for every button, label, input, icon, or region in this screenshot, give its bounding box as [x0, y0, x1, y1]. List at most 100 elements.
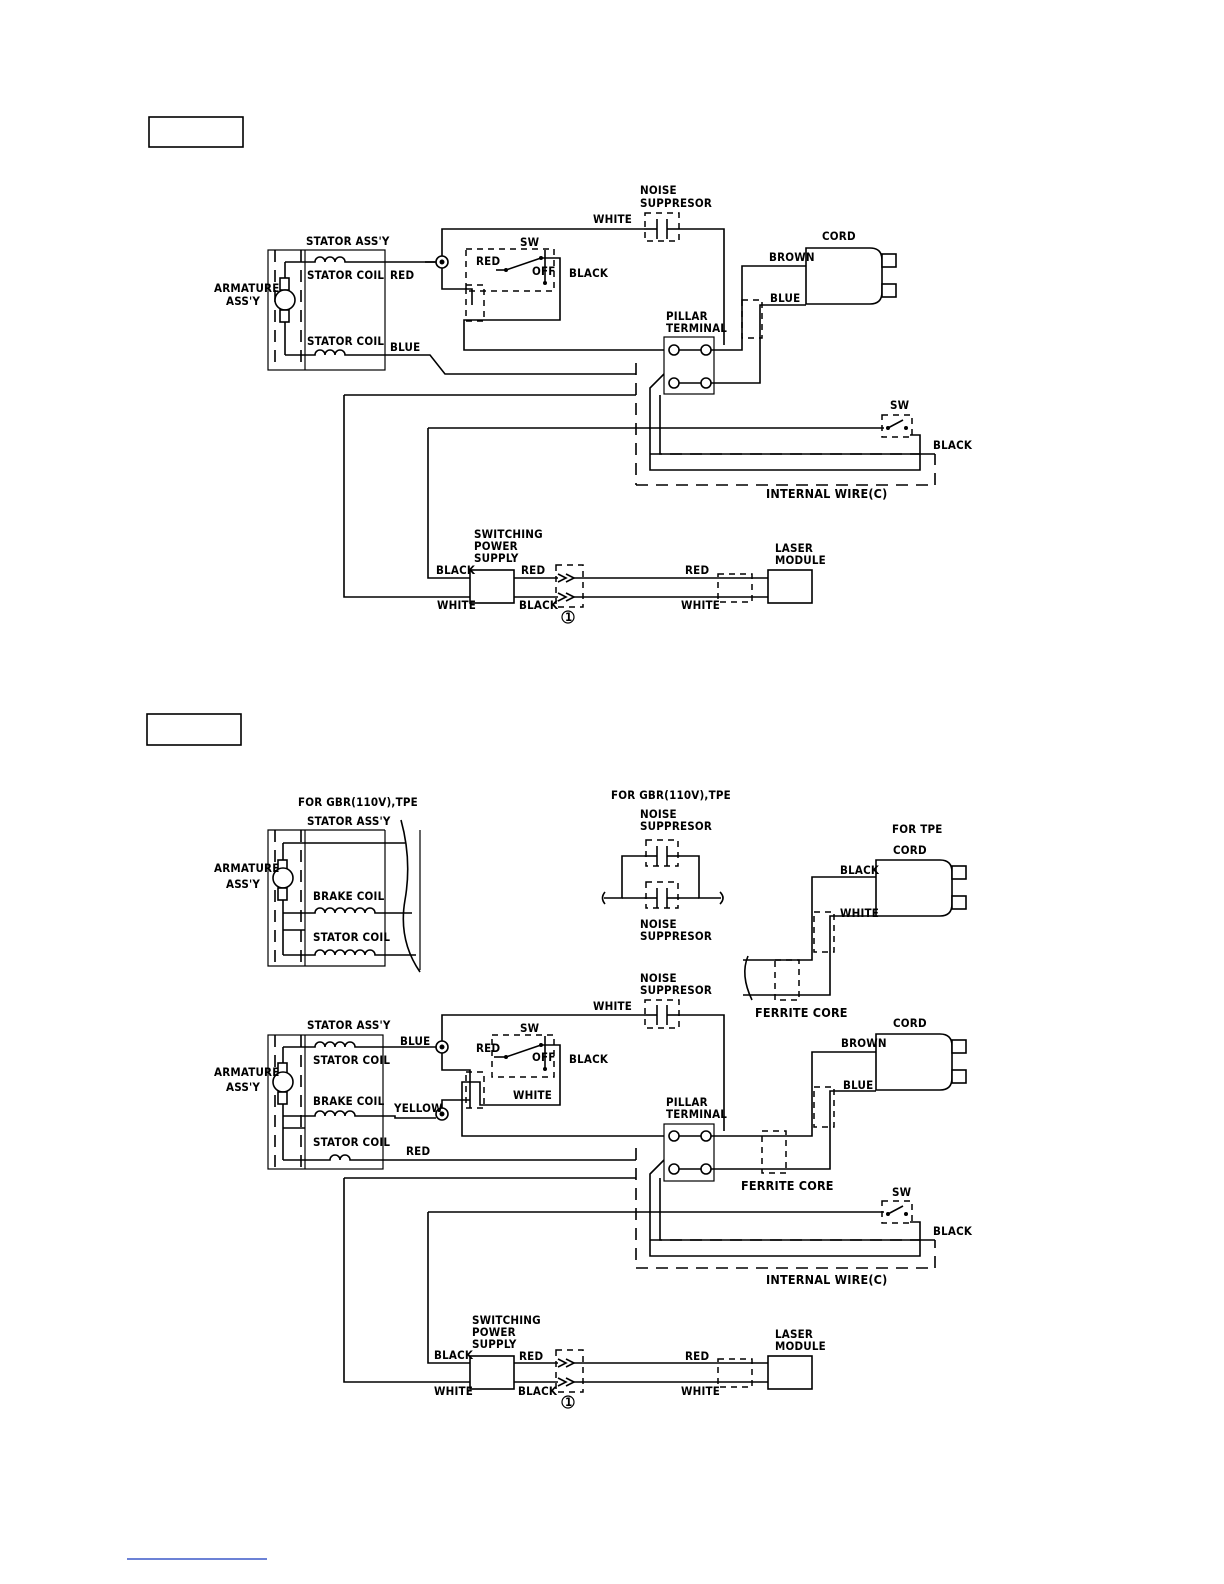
label-for-gbr-tpe: FOR GBR(110V),TPE	[298, 795, 418, 809]
label-armature: ARMATURE	[214, 861, 280, 875]
label-for-tpe: FOR TPE	[892, 822, 943, 836]
label-black: BLACK	[933, 438, 973, 452]
variant-brake-coil	[283, 907, 412, 914]
stator-coil-3	[283, 1041, 436, 1048]
label-sw: SW	[890, 398, 910, 412]
diagram-1-title-box	[148, 116, 244, 148]
label-terminal: TERMINAL	[666, 1107, 727, 1121]
wiring-diagram-1: NOISE SUPPRESOR WHITE STATOR ASS'Y SW CO…	[148, 116, 973, 624]
label-module: MODULE	[775, 553, 826, 567]
power-cord-plug-2	[875, 1033, 967, 1091]
label-off: OFF	[532, 1050, 556, 1064]
pillar-terminal-2	[663, 1123, 715, 1182]
switching-power-supply-1	[469, 569, 515, 604]
label-sw: SW	[892, 1185, 912, 1199]
label-assy: ASS'Y	[226, 294, 260, 308]
label-blue: BLUE	[770, 291, 800, 305]
label-red: RED	[685, 1349, 709, 1363]
pillar-terminal-1	[663, 336, 715, 395]
noise-suppressor-1	[644, 212, 680, 242]
label-armature: ARMATURE	[214, 281, 280, 295]
label-red: RED	[519, 1349, 543, 1363]
label-ferrite-core: FERRITE CORE	[741, 1178, 834, 1193]
stator-frame-2	[267, 1034, 384, 1170]
label-cord: CORD	[893, 843, 927, 857]
label-laser: LASER	[775, 541, 813, 555]
label-white: WHITE	[513, 1088, 552, 1102]
label-ferrite-core: FERRITE CORE	[755, 1005, 848, 1020]
label-stator-coil: STATOR COIL	[313, 930, 390, 944]
diagram-2-title-box	[146, 713, 242, 746]
label-sw: SW	[520, 1021, 540, 1035]
label-cord: CORD	[893, 1016, 927, 1030]
label-laser: LASER	[775, 1327, 813, 1341]
label-armature: ARMATURE	[214, 1065, 280, 1079]
label-module: MODULE	[775, 1339, 826, 1353]
label-switching: SWITCHING	[472, 1313, 541, 1327]
label-brown: BROWN	[769, 250, 815, 264]
label-noise: NOISE	[640, 807, 677, 821]
label-white: WHITE	[437, 598, 476, 612]
label-white: WHITE	[434, 1384, 473, 1398]
label-black: BLACK	[933, 1224, 973, 1238]
label-red: RED	[476, 254, 500, 268]
label-noise: NOISE	[640, 971, 677, 985]
label-stator-coil: STATOR COIL	[313, 1053, 390, 1067]
label-brake-coil: BRAKE COIL	[313, 889, 385, 903]
label-black: BLACK	[519, 598, 559, 612]
label-blue: BLUE	[400, 1034, 430, 1048]
noise-suppressor-2	[644, 999, 680, 1029]
label-stator-assy: STATOR ASS'Y	[306, 234, 390, 248]
laser-module-1	[767, 569, 813, 604]
armature-motor	[274, 262, 296, 355]
power-cord-plug-1	[805, 247, 897, 305]
label-black: BLACK	[569, 266, 609, 280]
label-stator-coil: STATOR COIL	[307, 334, 384, 348]
label-for-gbr-tpe: FOR GBR(110V),TPE	[611, 788, 731, 802]
label-internal-wire: INTERNAL WIRE(C)	[766, 486, 887, 501]
label-assy: ASS'Y	[226, 1080, 260, 1094]
label-sw: SW	[520, 235, 540, 249]
label-black: BLACK	[436, 563, 476, 577]
label-pillar: PILLAR	[666, 1095, 708, 1109]
variant-stator-assy	[267, 819, 421, 973]
variant-noise-suppressors	[601, 839, 724, 909]
label-power: POWER	[472, 1325, 516, 1339]
wiring-diagram-2: FOR GBR(110V),TPE STATOR ASS'Y FOR GBR(1…	[146, 713, 973, 1409]
brake-coil-2	[283, 1110, 436, 1119]
label-red: RED	[685, 563, 709, 577]
label-internal-wire: INTERNAL WIRE(C)	[766, 1272, 887, 1287]
label-red: RED	[390, 268, 414, 282]
label-stator-coil: STATOR COIL	[307, 268, 384, 282]
label-pillar: PILLAR	[666, 309, 708, 323]
stator-coil-1	[305, 256, 435, 263]
label-red: RED	[476, 1041, 500, 1055]
label-blue: BLUE	[390, 340, 420, 354]
label-stator-assy: STATOR ASS'Y	[307, 814, 391, 828]
label-noise: NOISE	[640, 917, 677, 931]
label-blue: BLUE	[843, 1078, 873, 1092]
label-brown: BROWN	[841, 1036, 887, 1050]
switching-power-supply-2	[469, 1355, 515, 1390]
label-suppresor: SUPPRESOR	[640, 196, 712, 210]
label-connector-num: 1	[565, 1395, 572, 1409]
switch-4	[881, 1200, 913, 1224]
label-off: OFF	[532, 264, 556, 278]
switch-3	[441, 1034, 664, 1137]
label-suppresor: SUPPRESOR	[640, 819, 712, 833]
label-brake-coil: BRAKE COIL	[313, 1094, 385, 1108]
label-red: RED	[521, 563, 545, 577]
label-suppresor: SUPPRESOR	[640, 929, 712, 943]
label-black: BLACK	[518, 1384, 558, 1398]
label-switching: SWITCHING	[474, 527, 543, 541]
armature-motor-2	[272, 1047, 294, 1160]
label-noise: NOISE	[640, 183, 677, 197]
label-terminal: TERMINAL	[666, 321, 727, 335]
label-power: POWER	[474, 539, 518, 553]
label-cord: CORD	[822, 229, 856, 243]
label-black: BLACK	[434, 1348, 474, 1362]
label-yellow: YELLOW	[393, 1101, 443, 1115]
label-supply: SUPPLY	[472, 1337, 517, 1351]
label-white: WHITE	[681, 1384, 720, 1398]
